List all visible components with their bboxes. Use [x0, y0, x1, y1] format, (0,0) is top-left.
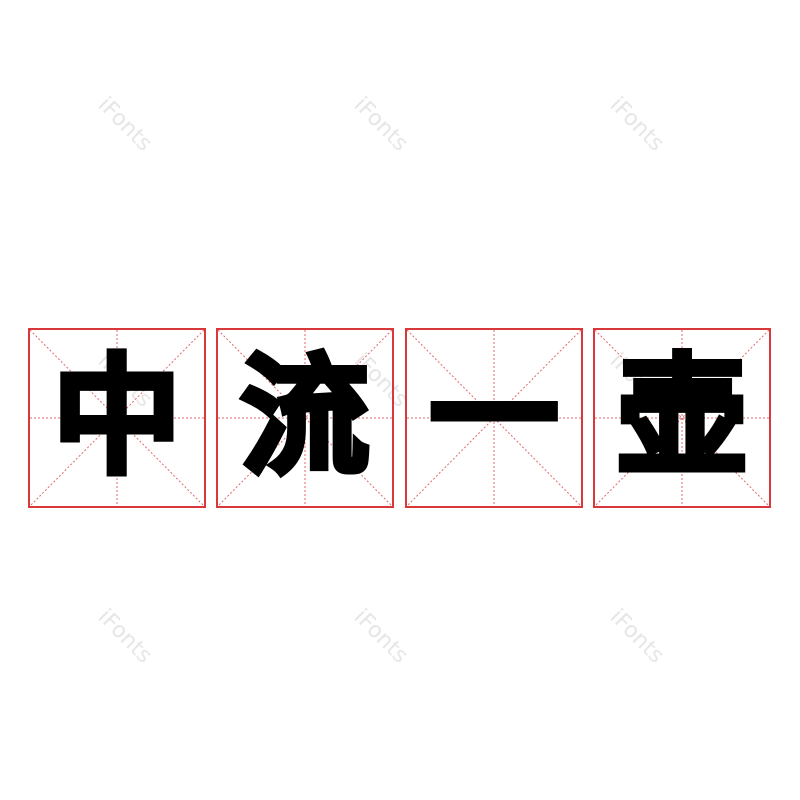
watermark-bottom-center: iFonts [348, 604, 413, 669]
watermark-bottom-right: iFonts [604, 604, 669, 669]
mi-grid-guides-icon [407, 330, 581, 506]
character-glyph: 一 [427, 343, 561, 492]
mi-grid-guides-icon [595, 330, 769, 506]
watermark-bottom-left: iFonts [92, 604, 157, 669]
character-box-1: 中 [28, 328, 206, 508]
character-box-4: 壶 [593, 328, 771, 508]
character-glyph: 中 [50, 343, 184, 492]
character-box-2: 流 [216, 328, 394, 508]
mi-grid-guides-icon [30, 330, 204, 506]
watermark-top-left: iFonts [92, 92, 157, 157]
watermark-top-center: iFonts [348, 92, 413, 157]
character-glyph: 流 [238, 343, 372, 492]
watermark-top-right: iFonts [604, 92, 669, 157]
character-glyph: 壶 [615, 343, 749, 492]
character-box-3: 一 [405, 328, 583, 508]
mi-grid-guides-icon [218, 330, 392, 506]
